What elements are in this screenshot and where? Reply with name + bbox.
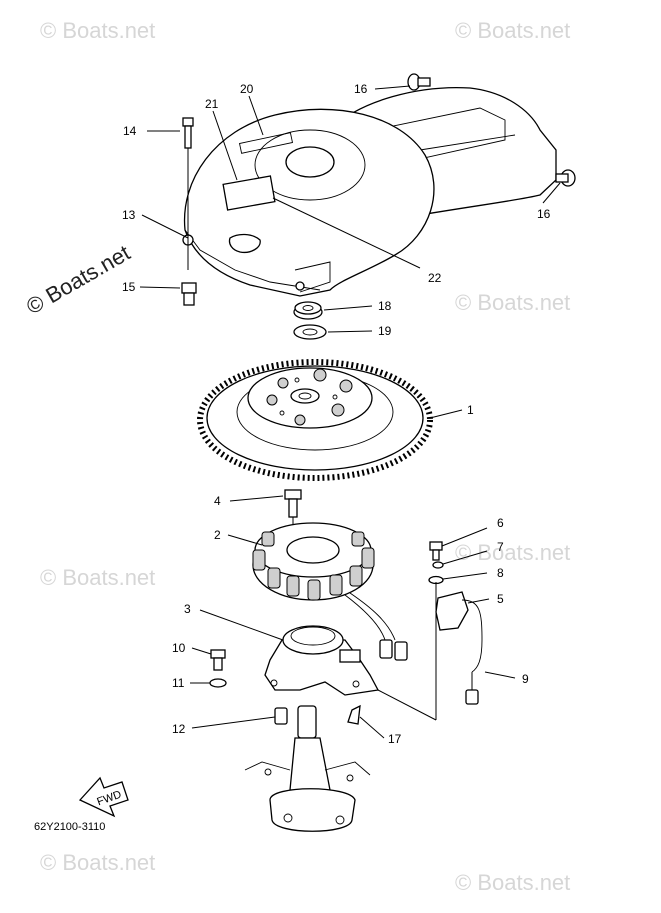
- flywheel-cover: [182, 86, 557, 297]
- callout-1: 1: [467, 403, 474, 417]
- fwd-arrow-icon: FWD: [78, 776, 129, 818]
- callout-8: 8: [497, 566, 504, 580]
- woodruff-key-17: [347, 704, 361, 725]
- screw-10: [210, 649, 226, 671]
- grommet-16-top: [407, 73, 431, 91]
- callouts: 1 2 3 4 5 6 7 8 9 10 11 12 13 14 15 16 1…: [122, 82, 551, 746]
- callout-16-top: 16: [354, 82, 368, 96]
- pulser-coil: [428, 541, 483, 705]
- washer-11: [209, 678, 227, 688]
- crankshaft-base: [244, 705, 371, 832]
- collar-12: [274, 707, 288, 725]
- callout-20: 20: [240, 82, 254, 96]
- grommet-15: [181, 282, 197, 306]
- callout-9: 9: [522, 672, 529, 686]
- callout-6: 6: [497, 516, 504, 530]
- callout-15: 15: [122, 280, 136, 294]
- callout-19: 19: [378, 324, 392, 338]
- watermark-bottom-left: © Boats.net: [40, 850, 155, 875]
- callout-18: 18: [378, 299, 392, 313]
- watermark-strong: © Boats.net: [22, 240, 134, 319]
- watermark-top-right: © Boats.net: [455, 18, 570, 43]
- bolt-14: [182, 117, 194, 270]
- callout-2: 2: [214, 528, 221, 542]
- watermark-left-lower: © Boats.net: [40, 565, 155, 590]
- stator-base: [264, 625, 380, 696]
- callout-12: 12: [172, 722, 186, 736]
- callout-13: 13: [122, 208, 136, 222]
- washer-19: [293, 324, 327, 340]
- callout-14: 14: [123, 124, 137, 138]
- callout-4: 4: [214, 494, 221, 508]
- callout-10: 10: [172, 641, 186, 655]
- nut-18: [293, 301, 323, 320]
- leader-lines: [139, 85, 561, 739]
- callout-7: 7: [497, 540, 504, 554]
- callout-22: 22: [428, 271, 442, 285]
- stator-coil: [252, 522, 408, 661]
- callout-11: 11: [172, 676, 185, 690]
- callout-17: 17: [388, 732, 402, 746]
- callout-21: 21: [205, 97, 219, 111]
- watermark-top-left: © Boats.net: [40, 18, 155, 43]
- grommet-16-side: [555, 169, 576, 187]
- watermark-right-lower: © Boats.net: [455, 540, 570, 565]
- watermark-mid-right: © Boats.net: [455, 290, 570, 315]
- callout-16-side: 16: [537, 207, 551, 221]
- watermark-bottom-right: © Boats.net: [455, 870, 570, 895]
- callout-3: 3: [184, 602, 191, 616]
- diagram-code: 62Y2100-3110: [34, 821, 105, 833]
- flywheel: [197, 359, 433, 481]
- callout-5: 5: [497, 592, 504, 606]
